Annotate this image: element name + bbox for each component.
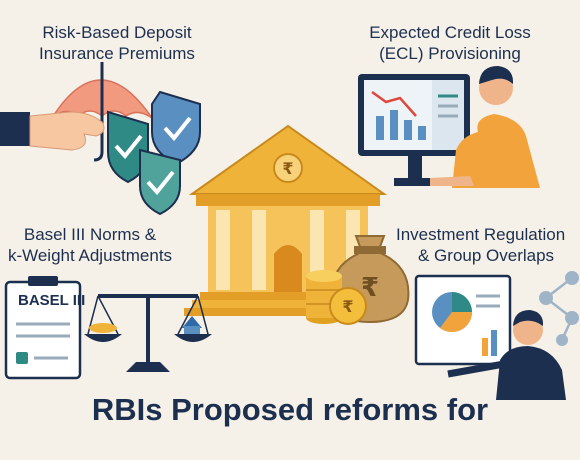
bank-currency-symbol: ₹ [282, 159, 293, 178]
pie-chart-board-icon [414, 274, 512, 366]
clipboard-label: BASEL III [18, 292, 86, 309]
network-icon [539, 271, 579, 346]
monitor-chart-icon [358, 74, 470, 186]
footer-title: RBIs Proposed reforms for [91, 392, 489, 427]
clipboard-icon [4, 276, 82, 380]
bank-icon [184, 124, 392, 316]
person-at-computer-icon [430, 66, 540, 188]
label-deposit-insurance: Risk-Based Deposit Insurance Premiums [39, 23, 195, 63]
label-ecl-provisioning: Expected Credit Loss (ECL) Provisioning [369, 23, 531, 63]
balance-scale-icon [84, 294, 212, 372]
shield-check-icon [107, 90, 201, 216]
bag-currency-symbol: ₹ [361, 273, 379, 303]
presenter-person-icon [447, 310, 566, 400]
coin-currency-symbol: ₹ [342, 297, 353, 316]
label-investment-regulation: Investment Regulation & Group Overlaps [396, 225, 566, 265]
label-basel-norms: Basel III Norms & k-Weight Adjustments [7, 225, 173, 265]
coin-stack-icon [306, 270, 367, 325]
hand-icon [0, 111, 105, 151]
